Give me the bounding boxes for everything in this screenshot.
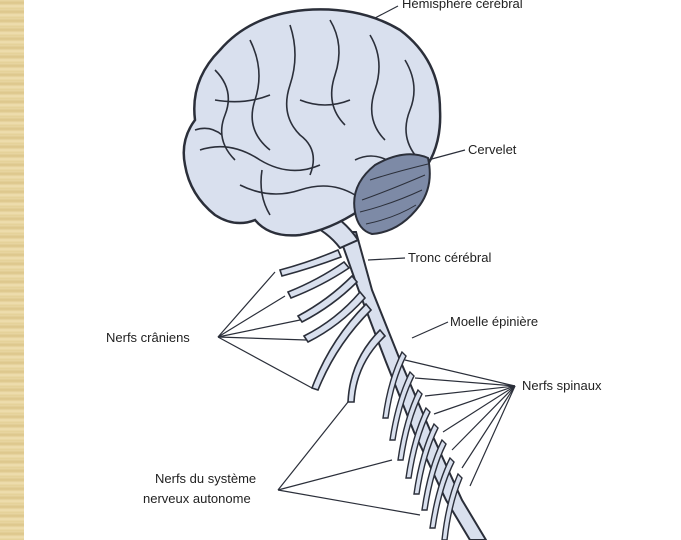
label-nerfs-autonome-line2: nerveux autonome (143, 491, 251, 506)
spinal-cord (338, 232, 486, 540)
label-tronc-cerebral: Tronc cérébral (408, 250, 491, 265)
label-nerfs-craniens: Nerfs crâniens (106, 330, 190, 345)
label-moelle-epiniere: Moelle épinière (450, 314, 538, 329)
label-hemisphere: Hémisphère cérébral (402, 0, 523, 11)
label-nerfs-autonome-line1: Nerfs du système (155, 471, 256, 486)
label-cervelet: Cervelet (468, 142, 517, 157)
label-nerfs-spinaux: Nerfs spinaux (522, 378, 602, 393)
